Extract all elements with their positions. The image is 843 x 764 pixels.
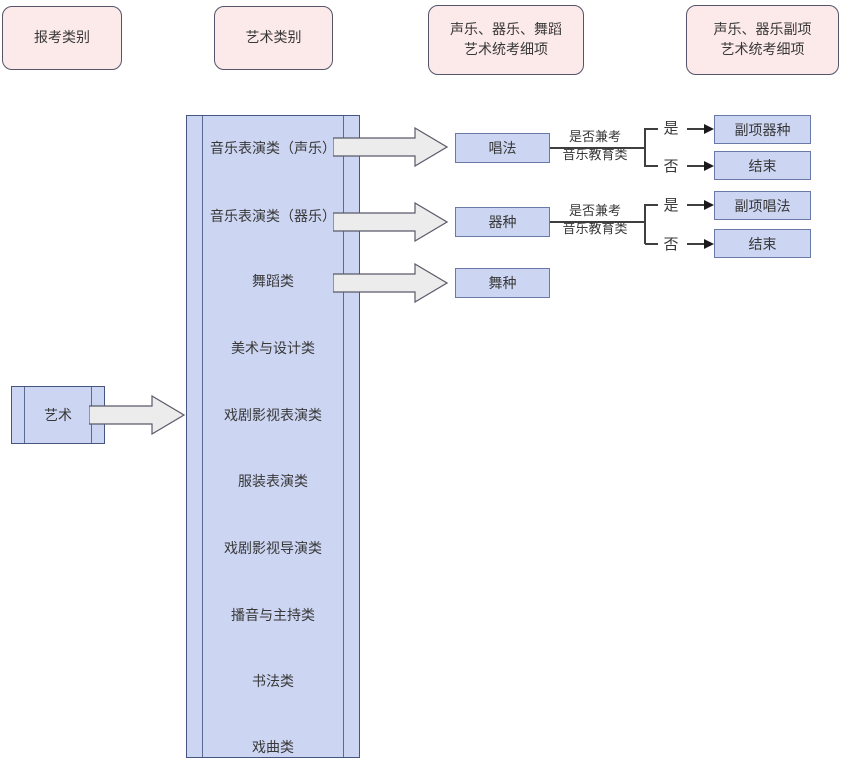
connector-line (645, 128, 658, 130)
header-apply-category: 报考类别 (2, 6, 122, 70)
header-exam-detail: 声乐、器乐、舞蹈 艺术统考细项 (428, 5, 584, 75)
category-item-fine-arts-design: 美术与设计类 (231, 341, 315, 357)
node-instrument-type: 器种 (455, 207, 550, 237)
header-sub-exam-detail: 声乐、器乐副项 艺术统考细项 (686, 5, 839, 75)
node-dance-type: 舞种 (455, 268, 550, 298)
arrowhead-icon (704, 200, 714, 210)
node-end-vocal-label: 结束 (748, 158, 777, 175)
node-end-instrumental: 结束 (714, 229, 811, 258)
node-art-label: 艺术 (44, 408, 72, 424)
category-item-dance: 舞蹈类 (252, 274, 294, 290)
connector-line (644, 128, 646, 167)
node-vocal-style: 唱法 (455, 133, 550, 163)
block-arrow-instrumental (333, 202, 448, 242)
node-dance-type-label: 舞种 (488, 276, 517, 292)
condition-label-instrumental-line1: 是否兼考 (568, 204, 621, 219)
condition-label-vocal-line1: 是否兼考 (568, 130, 621, 145)
double-bar-line (343, 116, 344, 757)
node-end-vocal: 结束 (714, 151, 811, 180)
node-sub-instrument-label: 副项器种 (734, 122, 791, 139)
header-art-category: 艺术类别 (214, 6, 333, 70)
header-apply-category-label: 报考类别 (34, 30, 90, 46)
connector-line (687, 128, 705, 130)
node-vocal-style-label: 唱法 (488, 141, 517, 157)
arrowhead-icon (704, 161, 714, 171)
node-sub-vocal: 副项唱法 (714, 191, 811, 220)
connector-line (645, 204, 658, 206)
condition-label-instrumental-line2: 音乐教育类 (562, 222, 628, 237)
category-item-vocal-performance: 音乐表演类（声乐） (210, 141, 336, 157)
header-sub-exam-detail-line1: 声乐、器乐副项 (713, 22, 812, 38)
block-arrow-vocal (333, 127, 448, 167)
category-item-broadcasting-hosting: 播音与主持类 (231, 608, 315, 624)
node-end-instrumental-label: 结束 (748, 236, 777, 253)
condition-label-vocal-line2: 音乐教育类 (562, 148, 628, 163)
branch-no-label: 否 (663, 235, 679, 253)
category-item-drama-film-performance: 戏剧影视表演类 (224, 408, 322, 424)
category-item-fashion-performance: 服装表演类 (238, 474, 308, 490)
connector-line (687, 165, 705, 167)
category-item-opera: 戏曲类 (252, 740, 294, 756)
connector-line (687, 243, 705, 245)
branch-no-label: 否 (663, 157, 679, 175)
connector-line (550, 221, 645, 223)
category-item-instrumental-performance: 音乐表演类（器乐） (210, 209, 336, 225)
condition-label-vocal: 是否兼考 音乐教育类 (553, 129, 637, 165)
header-sub-exam-detail-line2: 艺术统考细项 (720, 42, 805, 58)
condition-label-instrumental: 是否兼考 音乐教育类 (553, 203, 637, 239)
header-art-category-label: 艺术类别 (245, 30, 302, 46)
category-item-calligraphy: 书法类 (252, 674, 294, 690)
node-instrument-type-label: 器种 (488, 215, 517, 231)
connector-line (645, 165, 658, 167)
node-sub-vocal-label: 副项唱法 (734, 198, 791, 215)
header-exam-detail-line2: 艺术统考细项 (464, 42, 548, 58)
arrowhead-icon (704, 239, 714, 249)
art-category-container: 音乐表演类（声乐） 音乐表演类（器乐） 舞蹈类 美术与设计类 戏剧影视表演类 服… (186, 115, 360, 758)
category-item-drama-film-directing: 戏剧影视导演类 (224, 541, 322, 557)
connector-line (644, 204, 646, 244)
double-bar-line (202, 116, 203, 757)
branch-yes-label: 是 (663, 119, 679, 137)
node-sub-instrument: 副项器种 (714, 115, 811, 144)
arrowhead-icon (704, 124, 714, 134)
block-arrow-dance (333, 263, 448, 303)
branch-yes-label: 是 (663, 196, 679, 214)
double-bar-line (24, 387, 25, 443)
connector-line (550, 147, 645, 149)
header-exam-detail-line1: 声乐、器乐、舞蹈 (450, 22, 562, 38)
connector-line (645, 243, 658, 245)
block-arrow-main (89, 395, 185, 435)
connector-line (687, 204, 705, 206)
